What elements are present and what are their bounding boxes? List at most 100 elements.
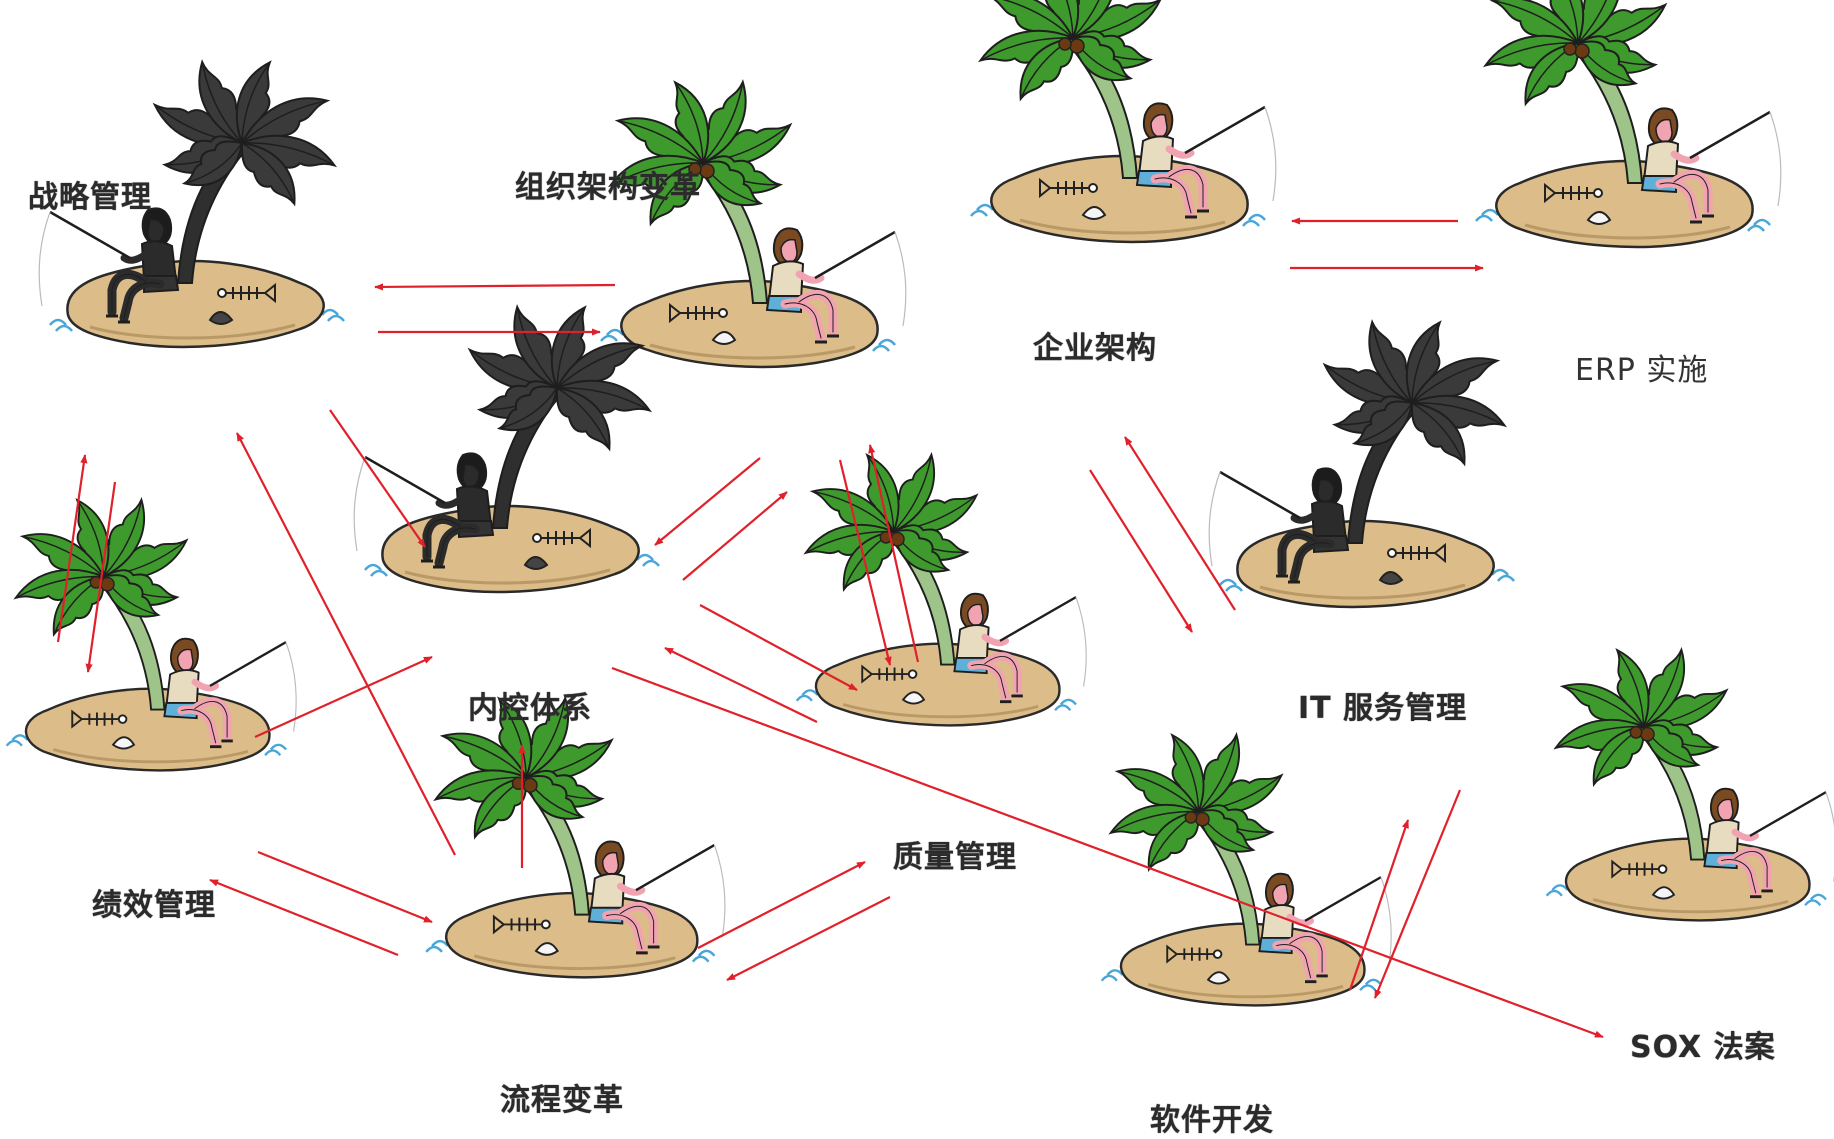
shell-icon [111,736,136,750]
water-ripple-icon [1100,969,1382,991]
label-ea: 企业架构 [1033,331,1157,366]
shell-icon [1206,971,1231,985]
fish-bone-icon [217,282,276,304]
shell-icon [1378,571,1404,585]
palm-tree-icon [152,59,338,207]
shell-icon [534,942,559,956]
shell-icon [711,331,737,345]
fishing-rod-icon [364,455,446,505]
arrow-quality-to-process [726,896,891,981]
island-itsm [1208,319,1515,609]
fish-bone-icon [71,709,128,729]
sand-island [1495,159,1754,249]
fishing-rod-icon [999,596,1077,642]
island-dev [1100,731,1392,1007]
fisherman-figure [765,227,907,344]
fish-bone-icon [669,302,728,324]
sand-island [990,154,1249,244]
label-perf: 绩效管理 [92,888,216,923]
arrow-org-to-strategy [374,283,616,291]
water-ripple-icon [5,734,287,756]
fishing-rod-icon [1304,876,1382,922]
palm-tree-icon [1108,731,1284,872]
fish-bone-icon [1387,542,1446,564]
island-erp [1475,0,1782,249]
palm-tree-icon [433,695,614,840]
water-ripple-icon [364,553,660,577]
fish-bone-icon [1039,177,1098,199]
island-process [425,695,726,979]
shell-icon [901,691,926,705]
sand-island [66,259,325,349]
water-ripple-icon [600,328,896,352]
island-org [600,79,907,369]
shell-icon [1651,886,1676,900]
fisherman-figure [1258,872,1392,984]
sand-island [381,504,640,594]
label-strategy: 战略管理 [28,180,152,215]
arrow-dev-to-itsm [1348,819,1410,991]
island-ea [970,0,1277,244]
fisherman-figure [1135,102,1277,219]
sand-island [814,642,1061,727]
sand-island [1564,837,1811,922]
arrow-ic-to-org [682,491,788,581]
arrow-itsm-to-ea [1124,436,1236,611]
fishing-rod-icon [49,210,131,260]
sand-island [1236,519,1495,609]
palm-tree-icon [13,496,189,637]
fisherman-figure [587,840,726,955]
arrow-org-to-quality [838,459,892,666]
sand-island [445,891,699,979]
water-ripple-icon [795,689,1077,711]
fishing-rod-icon [1184,105,1266,155]
island-sox [1545,646,1834,922]
water-ripple-icon [425,939,716,963]
fishing-rod-icon [1749,791,1827,837]
fisherman-figure [1703,787,1834,899]
arrow-itsm-to-dev [1373,789,1462,999]
water-ripple-icon [970,203,1266,227]
palm-tree-icon [803,451,979,592]
island-quality [795,451,1087,727]
sand-island [620,279,879,369]
label-ic: 内控体系 [468,691,592,726]
label-dev: 软件开发 [1150,1103,1274,1138]
arrow-ic-to-sox [611,666,1604,1039]
arrow-ic-to-quality [699,604,858,691]
island-strategy [38,59,345,349]
water-ripple-icon [1475,208,1771,232]
palm-tree-icon [467,304,653,452]
palm-tree-icon [1482,0,1668,107]
fish-bone-icon [1611,859,1668,879]
palm-tree-icon [1322,319,1508,467]
fisherman-figure [163,637,297,749]
label-erp: ERP 实施 [1575,353,1709,388]
shell-icon [1586,211,1612,225]
arrow-perf-to-strategy [56,454,88,643]
fish-bone-icon [861,664,918,684]
sand-island [24,687,271,772]
fishing-rod-icon [814,230,896,280]
palm-tree-icon [1553,646,1729,787]
fisherman-figure [38,207,180,324]
water-ripple-icon [49,308,345,332]
arrow-ea-to-itsm [1089,469,1193,633]
arrow-org-to-ic [654,457,761,546]
arrow-strategy-to-perf [85,481,117,673]
label-sox: SOX 法案 [1630,1030,1776,1065]
fisherman-figure [353,452,495,569]
label-itsm: IT 服务管理 [1298,691,1468,726]
sand-island [1119,922,1366,1007]
water-ripple-icon [1545,884,1827,906]
palm-tree-icon [607,79,793,227]
fishing-rod-icon [635,843,716,892]
label-quality: 质量管理 [893,840,1017,875]
water-ripple-icon [1219,568,1515,592]
fisherman-figure [953,592,1087,704]
label-process: 流程变革 [500,1083,624,1118]
island-perf [5,496,297,772]
palm-tree-icon [977,0,1163,102]
arrow-process-to-perf [209,878,399,957]
arrow-quality-to-ic [664,647,818,723]
